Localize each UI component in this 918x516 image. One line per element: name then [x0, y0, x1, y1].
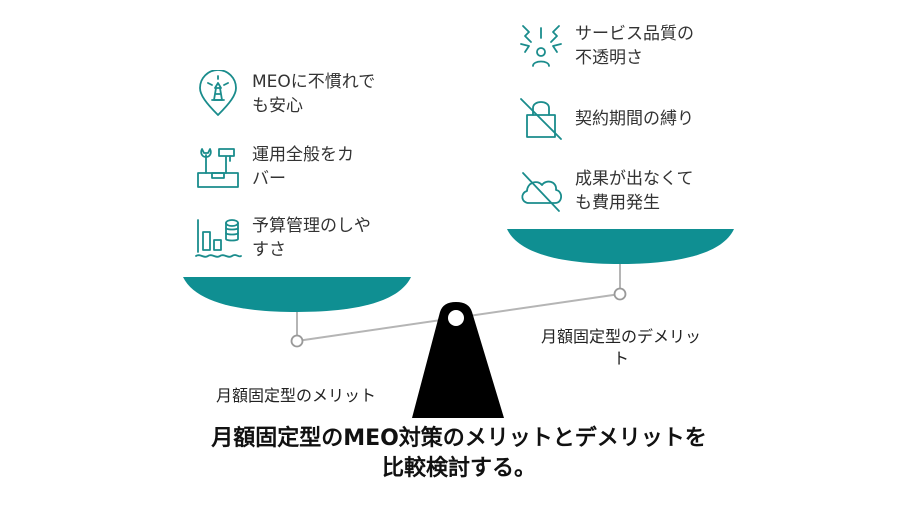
fulcrum-pivot	[448, 310, 464, 326]
cloud-crossed-icon	[517, 167, 565, 215]
merit-text-3: 予算管理のしや すさ	[252, 216, 371, 260]
right-pan	[507, 229, 734, 264]
toolbox-tools-icon	[194, 143, 242, 191]
merit-text-1: MEOに不慣れで も安心	[252, 72, 376, 116]
left-pan	[183, 277, 411, 312]
merit-item-2: 運用全般をカ バー	[194, 143, 354, 191]
demerit-text-2: 契約期間の縛り	[575, 109, 694, 129]
demerit-text-3: 成果が出なくて も費用発生	[575, 169, 694, 213]
merits-label: 月額固定型のメリット	[215, 386, 376, 405]
merit-item-3: 予算管理のしや すさ	[194, 214, 371, 262]
demerits-label: 月額固定型のデメリッ ト	[540, 327, 701, 368]
left-beam-joint	[290, 334, 304, 348]
demerit-item-3: 成果が出なくて も費用発生	[517, 167, 694, 215]
lock-crossed-icon	[517, 95, 565, 143]
right-beam-joint	[613, 287, 627, 301]
demerit-item-2: 契約期間の縛り	[517, 95, 694, 143]
demerit-item-1: サービス品質の 不透明さ	[517, 22, 694, 70]
fulcrum	[412, 302, 504, 418]
merit-item-1: MEOに不慣れで も安心	[194, 70, 375, 118]
map-pin-lighthouse-icon	[194, 70, 242, 118]
budget-chart-coins-icon	[194, 214, 242, 262]
merit-text-2: 運用全般をカ バー	[252, 145, 354, 189]
page-title: 月額固定型のMEO対策のメリットとデメリットを 比較検討する。	[211, 426, 707, 481]
service-opacity-person-icon	[517, 22, 565, 70]
demerit-text-1: サービス品質の 不透明さ	[575, 24, 694, 68]
